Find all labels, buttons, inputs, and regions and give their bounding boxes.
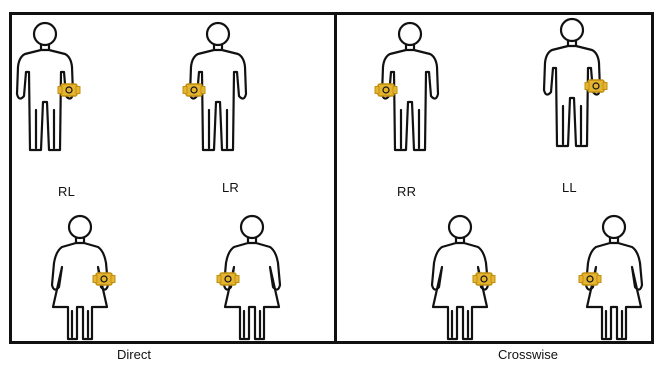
female-figure-2-1 — [432, 216, 495, 339]
male-figure-2-1 — [375, 23, 438, 150]
male-figure-1-2-wristband — [183, 84, 205, 96]
pair-label-crosswise-2: LL — [562, 180, 577, 195]
male-figure-2-2 — [544, 19, 607, 146]
female-figure-1-2 — [217, 216, 280, 339]
female-figure-1-1-wristband — [93, 273, 115, 285]
male-figure-1-1-wristband — [58, 84, 80, 96]
pair-label-direct-1: RL — [58, 184, 75, 199]
panel-caption-crosswise: Crosswise — [498, 347, 558, 362]
panel-caption-direct: Direct — [117, 347, 151, 362]
female-figure-1-1 — [52, 216, 115, 339]
female-figure-2-2-wristband — [579, 273, 601, 285]
pair-label-crosswise-1: RR — [397, 184, 416, 199]
male-figure-2-2-wristband — [585, 80, 607, 92]
female-figure-2-1-wristband — [473, 273, 495, 285]
female-figure-1-2-wristband — [217, 273, 239, 285]
pair-label-direct-2: LR — [222, 180, 239, 195]
male-figure-2-1-wristband — [375, 84, 397, 96]
male-figure-1-1 — [17, 23, 80, 150]
male-figure-1-2 — [183, 23, 246, 150]
female-figure-2-2 — [579, 216, 642, 339]
